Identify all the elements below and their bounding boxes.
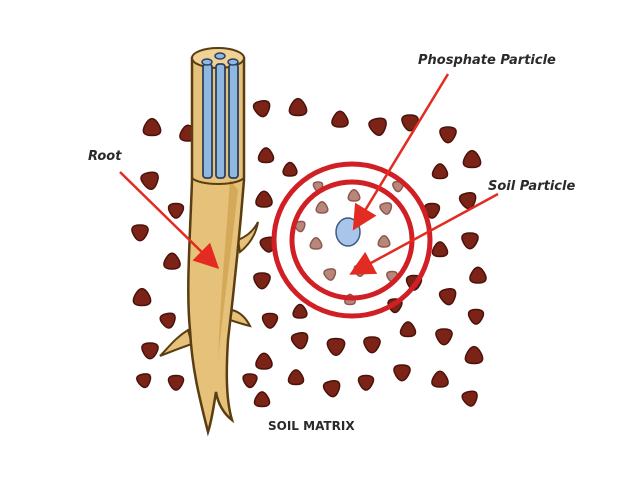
soil-particle bbox=[462, 149, 482, 169]
rootlet-left bbox=[159, 328, 194, 357]
soil-particle bbox=[368, 117, 387, 136]
soil-particle bbox=[399, 321, 417, 338]
phosphate-label: Phosphate Particle bbox=[418, 53, 556, 68]
soil-particle bbox=[290, 332, 309, 350]
soil-particle bbox=[401, 114, 419, 132]
ring-outer bbox=[271, 161, 433, 319]
soil-particle bbox=[287, 369, 305, 386]
root-vessels bbox=[201, 52, 239, 179]
soil-particle bbox=[467, 308, 485, 325]
root-shading bbox=[218, 180, 238, 360]
soil-matrix-particles bbox=[131, 97, 487, 408]
soil-particle bbox=[140, 171, 159, 190]
soil-particle bbox=[461, 390, 478, 407]
soil-particle bbox=[439, 126, 457, 144]
soil-particle bbox=[252, 100, 271, 118]
soil-particle bbox=[261, 312, 279, 329]
soil-particle bbox=[167, 202, 185, 219]
faded-soil-particle bbox=[323, 268, 337, 281]
soil-particle bbox=[469, 266, 487, 284]
soil-particle bbox=[255, 352, 273, 370]
soil-particle bbox=[431, 163, 449, 180]
soil-particle bbox=[393, 364, 411, 382]
soil-particle bbox=[423, 202, 441, 219]
soil-particle bbox=[288, 97, 308, 117]
soil-particle bbox=[461, 232, 479, 250]
soil-particle bbox=[464, 345, 484, 365]
soil-particle bbox=[438, 288, 457, 306]
faded-soil-particle bbox=[309, 237, 323, 250]
soil-particle bbox=[132, 287, 152, 307]
soil-particle-label: Soil Particle bbox=[488, 179, 575, 194]
soil-matrix-label: SOIL MATRIX bbox=[268, 419, 355, 433]
soil-particle bbox=[159, 312, 176, 329]
soil-particle bbox=[357, 374, 375, 391]
soil-particle bbox=[141, 342, 159, 360]
soil-particle bbox=[363, 336, 381, 354]
soil-particle bbox=[142, 117, 162, 137]
soil-particle bbox=[253, 272, 271, 290]
root-label: Root bbox=[88, 149, 122, 164]
soil-particle bbox=[131, 224, 149, 242]
faded-soil-particle bbox=[315, 201, 329, 214]
soil-particle bbox=[163, 252, 181, 270]
soil-particle bbox=[282, 161, 298, 177]
faded-soil-particle bbox=[377, 235, 391, 248]
root-illustration bbox=[159, 47, 259, 437]
rootlet-right bbox=[236, 221, 259, 254]
root-ring bbox=[191, 177, 245, 185]
soil-particle bbox=[255, 190, 273, 208]
soil-particle bbox=[431, 241, 449, 258]
phosphate-particle bbox=[335, 217, 361, 247]
root-arrow bbox=[119, 171, 220, 269]
soil-particle bbox=[167, 374, 185, 391]
soil-particle bbox=[257, 147, 275, 164]
soil-particle bbox=[242, 373, 258, 389]
rootlet-lower-right bbox=[228, 308, 252, 328]
soil-particle bbox=[292, 303, 308, 319]
soil-particle bbox=[331, 110, 349, 128]
soil-particle bbox=[435, 328, 453, 346]
soil-particle bbox=[322, 380, 341, 398]
soil-particle bbox=[431, 370, 449, 388]
soil-particle bbox=[253, 391, 271, 408]
faded-soil-particle bbox=[347, 189, 361, 202]
soil-particle-arrow bbox=[349, 192, 499, 275]
soil-particle bbox=[136, 373, 152, 389]
phosphate-arrow bbox=[352, 73, 450, 231]
faded-soil-particle bbox=[379, 202, 393, 215]
soil-particle bbox=[326, 337, 346, 357]
